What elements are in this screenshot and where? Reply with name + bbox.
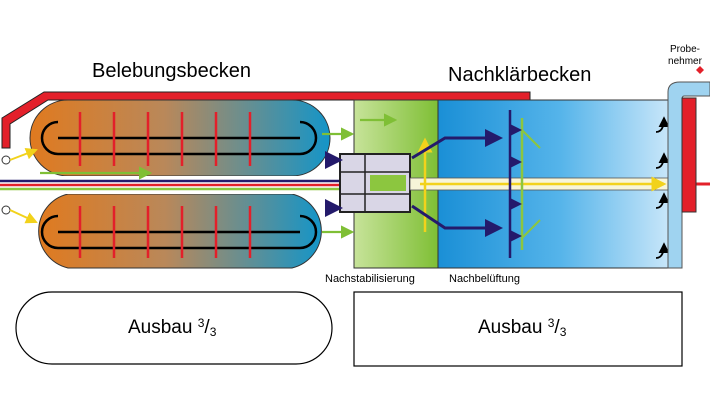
ausbau-right-outline xyxy=(353,291,683,367)
ausbau-left-sup: 3 xyxy=(197,316,205,330)
nachbelueftung-label: Nachbelüftung xyxy=(449,273,520,285)
ausbau-left-text: Ausbau xyxy=(128,317,198,338)
probenehmer-label: Probe- nehmer xyxy=(660,44,710,68)
probenehmer-line1: Probe- xyxy=(669,44,700,55)
inlet-valves xyxy=(1,147,38,224)
nachklaerbecken-title: Nachklärbecken xyxy=(448,64,592,86)
probenehmer-line2: nehmer xyxy=(668,56,702,67)
scraper-bars xyxy=(508,110,541,258)
probenehmer-column xyxy=(667,66,710,269)
belebungsbecken-title: Belebungsbecken xyxy=(92,60,252,82)
ausbau-right-sup: 3 xyxy=(547,316,555,330)
ausbau-right-sub: 3 xyxy=(559,325,567,339)
nachstabilisierung-label: Nachstabilisierung xyxy=(325,273,415,285)
ausbau-right-label: Ausbau 3/3 xyxy=(478,316,566,339)
ausbau-left-slash: / xyxy=(204,317,210,338)
ausbau-left-outline xyxy=(15,291,333,365)
ausbau-right-text: Ausbau xyxy=(478,317,548,338)
distribution-chamber xyxy=(339,153,411,213)
belebungsbecken-basins xyxy=(29,99,331,269)
ausbau-left-sub: 3 xyxy=(209,325,217,339)
ausbau-right-slash: / xyxy=(554,317,560,338)
ausbau-left-label: Ausbau 3/3 xyxy=(128,316,216,339)
